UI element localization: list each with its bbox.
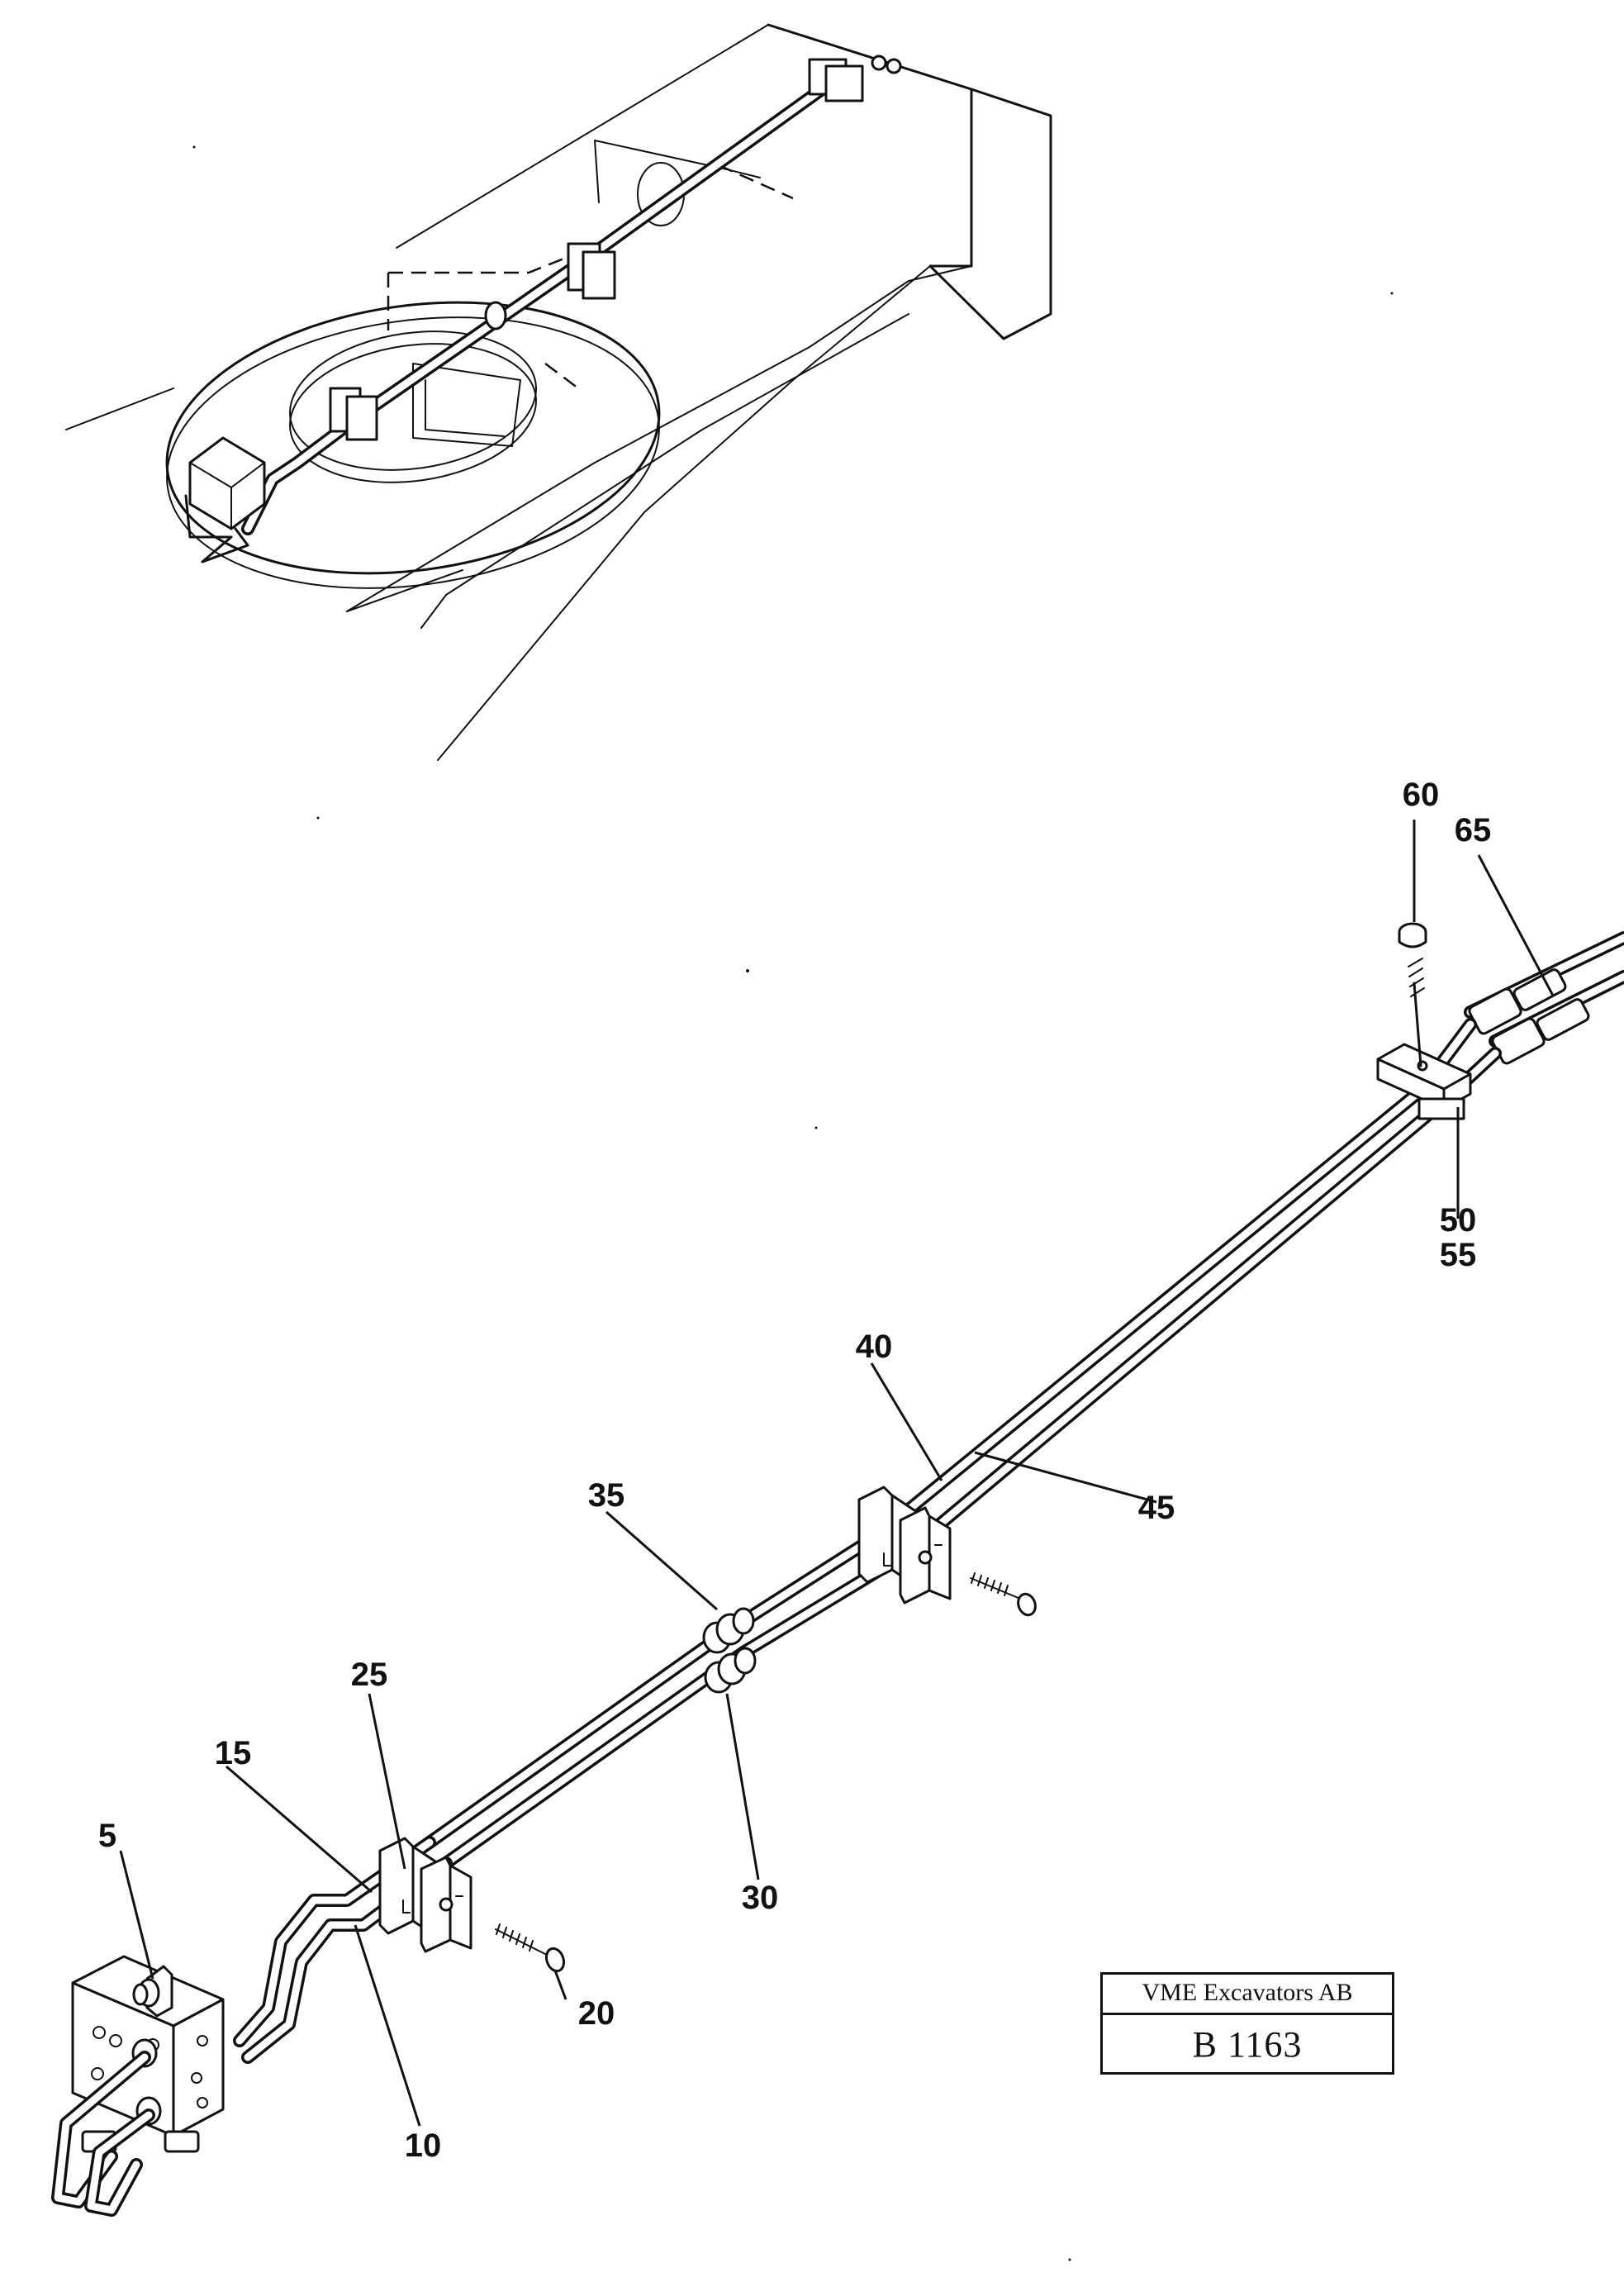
overview-illustration [65,23,1052,761]
callouts: 5 10 15 20 25 30 35 40 45 50 55 60 65 [98,777,1491,2164]
clamp-middle [857,1486,952,1605]
callout-30: 30 [742,1880,779,1916]
title-block: VME Excavators AB B 1163 [1100,1972,1394,2075]
clamp-lower [378,1837,472,1953]
callout-25: 25 [351,1657,388,1693]
callout-15: 15 [215,1735,252,1771]
callout-60: 60 [1403,777,1440,813]
leader-lines [119,820,1555,2127]
hose-fitting [1468,968,1590,1065]
bolt-middle [970,1572,1037,1617]
callout-5: 5 [98,1818,116,1854]
scan-specks [192,145,1394,2261]
callout-50: 50 [1440,1202,1477,1238]
callout-35: 35 [588,1477,625,1514]
callout-55: 55 [1440,1237,1477,1273]
callout-45: 45 [1138,1490,1175,1526]
detail-assembly [51,922,1624,2217]
clamp-top-right [1376,1043,1472,1120]
callout-20: 20 [578,1995,615,2032]
callout-10: 10 [405,2127,442,2164]
bolt-60 [1398,922,1427,1067]
company-name: VME Excavators AB [1103,1975,1392,2015]
callout-40: 40 [856,1329,893,1365]
callout-65: 65 [1455,812,1492,849]
bolt-20 [495,1923,566,1973]
union-fittings [702,1607,757,1694]
drawing-code: B 1163 [1192,2024,1303,2065]
